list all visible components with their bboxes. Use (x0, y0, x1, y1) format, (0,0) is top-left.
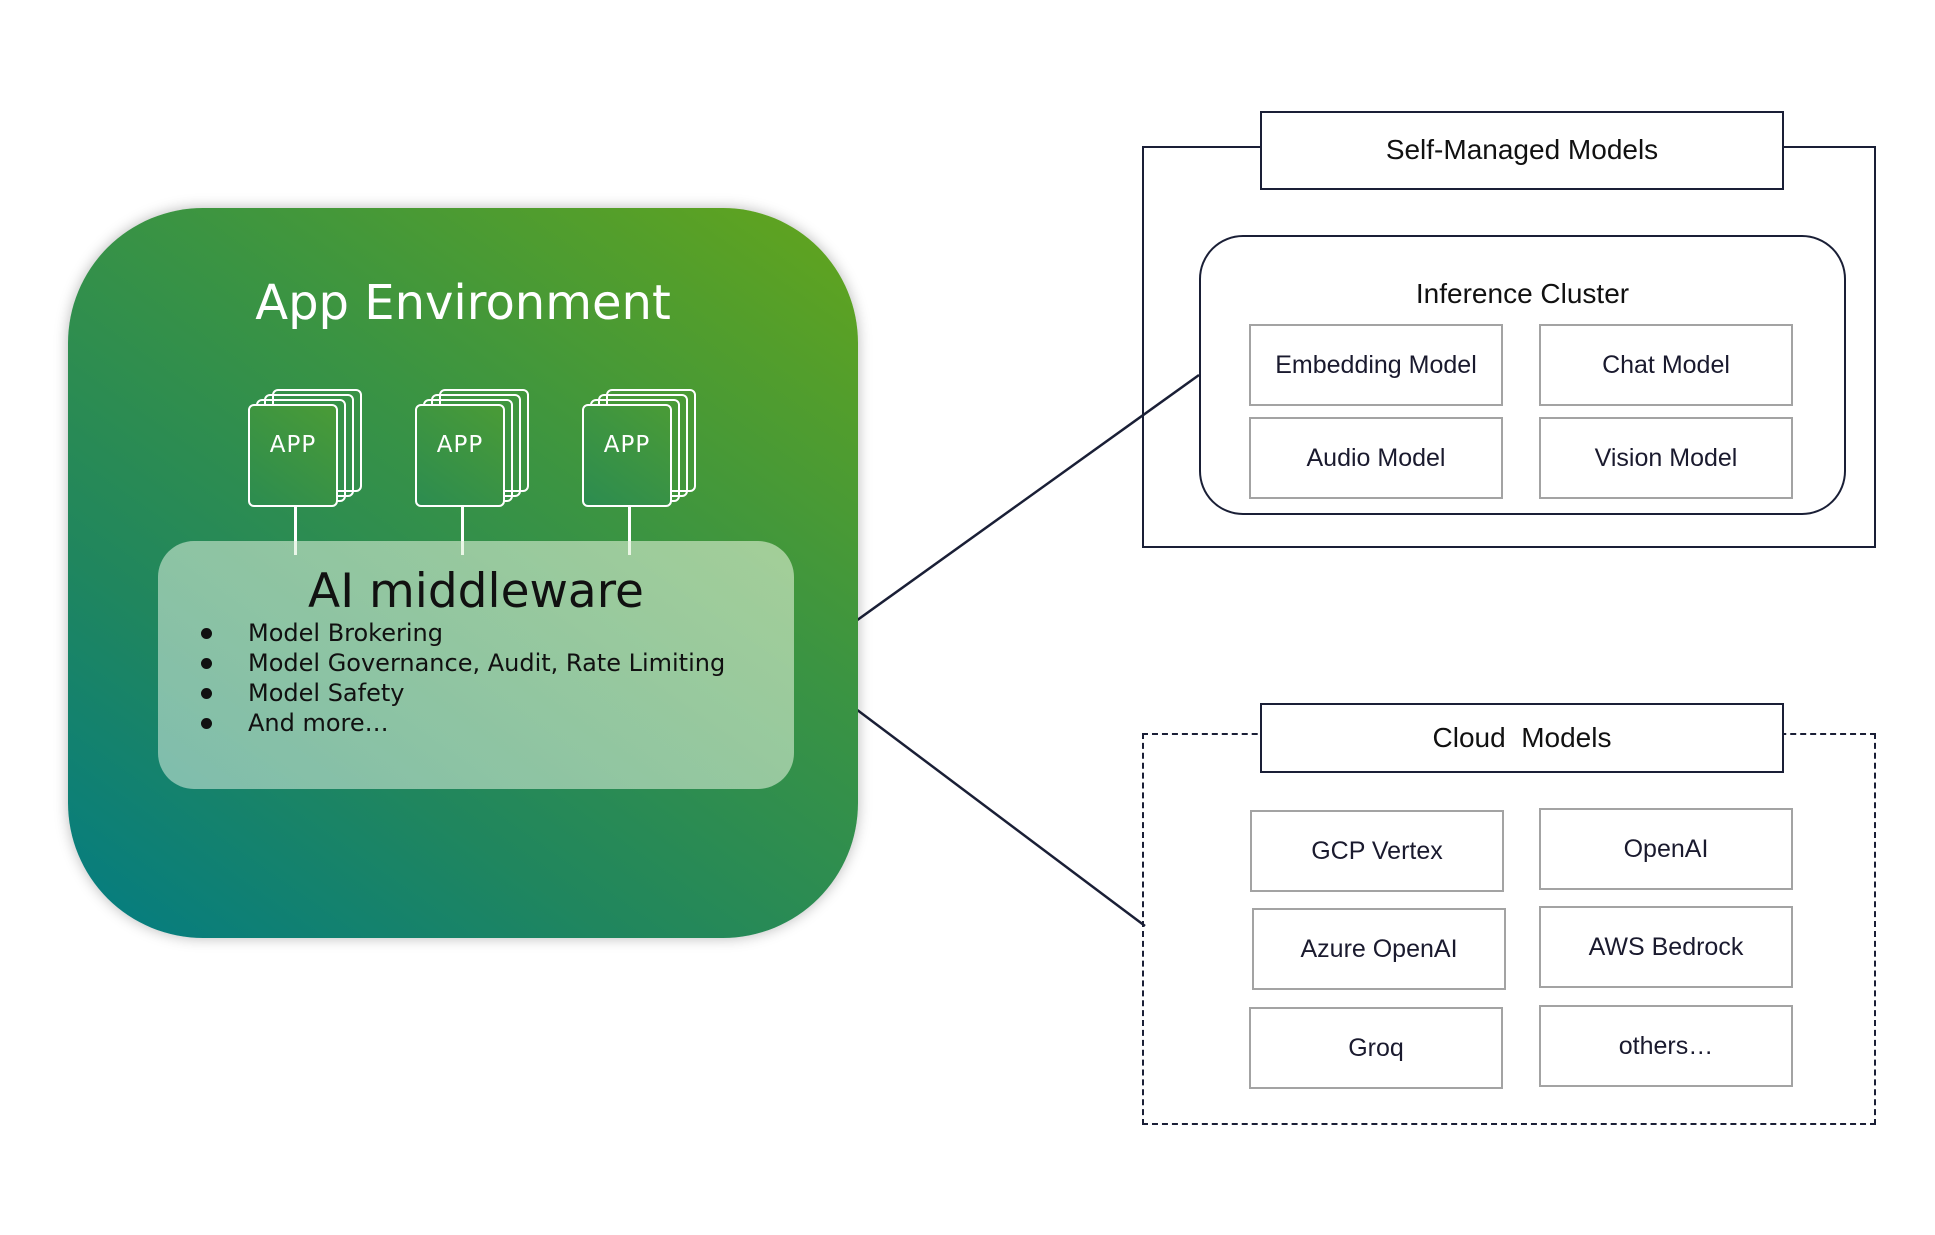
app-card-front: APP (415, 404, 505, 507)
app-label: APP (436, 432, 484, 458)
app-card-front: APP (248, 404, 338, 507)
list-item: And more… (196, 708, 796, 738)
app-label: APP (603, 432, 651, 458)
list-item: Model Brokering (196, 618, 796, 648)
app-stack-3[interactable]: APP (582, 389, 702, 555)
list-item: Model Governance, Audit, Rate Limiting (196, 648, 796, 678)
provider-label: Groq (1348, 1034, 1404, 1062)
audio-model-box[interactable]: Audio Model (1249, 417, 1503, 499)
provider-label: Azure OpenAI (1300, 935, 1458, 963)
middleware-feature-list: Model Brokering Model Governance, Audit,… (196, 618, 796, 748)
provider-label: GCP Vertex (1311, 837, 1443, 865)
provider-label: AWS Bedrock (1588, 933, 1744, 961)
feature-label: And more… (248, 709, 389, 737)
azure-openai-box[interactable]: Azure OpenAI (1252, 908, 1506, 990)
others-box[interactable]: others… (1539, 1005, 1793, 1087)
app-connector-line (294, 507, 297, 555)
feature-label: Model Brokering (248, 619, 443, 647)
cloud-models-header[interactable]: Cloud Models (1260, 703, 1784, 773)
app-stack-1[interactable]: APP (248, 389, 368, 555)
gcp-vertex-box[interactable]: GCP Vertex (1250, 810, 1504, 892)
ai-middleware-panel[interactable] (158, 541, 794, 789)
provider-label: OpenAI (1623, 835, 1709, 863)
app-connector-line (628, 507, 631, 555)
app-card-front: APP (582, 404, 672, 507)
bullet-icon (201, 628, 212, 639)
model-label: Vision Model (1594, 444, 1738, 472)
chat-model-box[interactable]: Chat Model (1539, 324, 1793, 406)
inference-cluster-title: Inference Cluster (1415, 278, 1630, 309)
provider-label: others… (1618, 1032, 1714, 1060)
bullet-icon (201, 658, 212, 669)
app-connector-line (461, 507, 464, 555)
self-managed-models-title: Self-Managed Models (1385, 134, 1659, 165)
self-managed-models-header[interactable]: Self-Managed Models (1260, 111, 1784, 190)
model-label: Embedding Model (1275, 351, 1477, 379)
model-label: Chat Model (1602, 351, 1730, 379)
app-label: APP (269, 432, 317, 458)
connector-to-inference-cluster (795, 373, 1200, 666)
bullet-icon (201, 718, 212, 729)
app-environment-title: App Environment (255, 275, 671, 331)
vision-model-box[interactable]: Vision Model (1539, 417, 1793, 499)
feature-label: Model Safety (248, 679, 405, 707)
app-stack-2[interactable]: APP (415, 389, 535, 555)
bullet-icon (201, 688, 212, 699)
cloud-models-title: Cloud Models (1432, 722, 1612, 753)
feature-label: Model Governance, Audit, Rate Limiting (248, 649, 726, 677)
ai-middleware-title: AI middleware (308, 564, 644, 619)
list-item: Model Safety (196, 678, 796, 708)
embedding-model-box[interactable]: Embedding Model (1249, 324, 1503, 406)
aws-bedrock-box[interactable]: AWS Bedrock (1539, 906, 1793, 988)
openai-box[interactable]: OpenAI (1539, 808, 1793, 890)
model-label: Audio Model (1306, 444, 1446, 472)
groq-box[interactable]: Groq (1249, 1007, 1503, 1089)
